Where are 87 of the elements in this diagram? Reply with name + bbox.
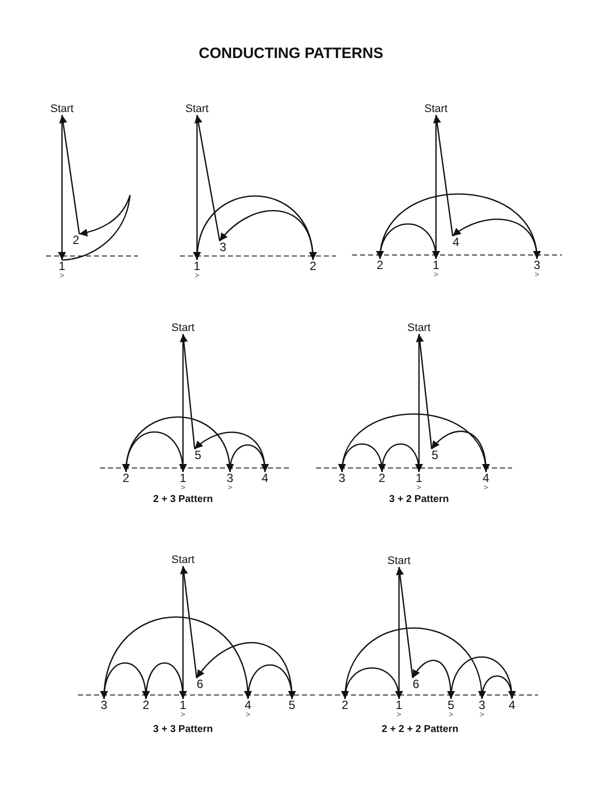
accent-mark: > [228,484,232,492]
beat-number: 4 [244,699,252,711]
curved-arrow [341,413,489,472]
curved-arrow [103,616,252,700]
beat-number: 3 [220,241,226,253]
pattern-caption: 2 + 2 + 2 Pattern [382,724,458,736]
curved-arrow [122,432,184,472]
accent-mark: > [416,484,422,492]
beat-number: 4 [508,699,516,711]
beat-number: 5 [194,449,202,461]
beat-number: 3 [534,259,540,271]
curved-arrow [431,430,487,472]
pattern-caption: 2 + 3 Pattern [153,494,213,506]
arrow [433,114,454,236]
start-label: Start [171,322,195,334]
title: CONDUCTING PATTERNS [198,45,384,63]
beat-number: 6 [196,678,204,690]
beat-number: 2 [376,259,384,271]
accent-mark: > [448,711,454,719]
accent-mark: > [60,272,64,280]
beat-number: 2 [122,472,130,484]
curved-arrow [452,218,538,260]
accent-mark: > [484,484,488,492]
beat-number: 3 [478,699,486,711]
curved-arrow [378,443,420,472]
beat-number: 4 [452,236,460,248]
arrow [416,334,432,450]
beat-number: 5 [432,449,438,461]
beat-number: 2 [72,234,80,246]
beat-number: 3 [338,472,346,484]
arrow [59,114,80,234]
accent-mark: > [180,484,186,492]
curved-arrow [196,196,316,260]
accent-mark: > [194,272,200,280]
start-label: Start [50,103,74,115]
beat-number: 5 [448,699,454,711]
accent-mark: > [396,711,402,719]
beat-number: 1 [58,260,66,272]
start-label: Start [185,103,209,115]
beat-number: 6 [412,678,420,690]
arrow [180,334,196,450]
beat-number: 1 [396,699,402,711]
curved-arrow [412,660,452,700]
curved-arrow [100,662,147,700]
curved-arrow [219,210,314,260]
arrow [180,566,198,678]
beat-number: 1 [180,699,186,711]
accent-mark: > [246,711,250,719]
crescent-arrow [62,194,131,261]
curved-arrow [229,444,268,472]
accent-mark: > [434,271,438,279]
beat-number: 2 [342,699,348,711]
curved-arrow [338,444,383,472]
curved-arrow [376,223,437,260]
start-label: Start [407,322,431,334]
beat-number: 1 [194,260,200,272]
beat-number: 4 [482,472,490,484]
curved-arrow [125,416,233,472]
curved-arrow [379,193,540,260]
start-label: Start [171,554,195,566]
beat-number: 1 [180,472,186,484]
beat-number: 4 [262,472,268,484]
curved-arrow [194,432,266,472]
curved-arrow [344,627,485,700]
curved-arrow [142,662,184,700]
start-label: Start [424,103,448,115]
curved-arrow [247,664,296,700]
accent-mark: > [480,711,484,719]
beat-number: 2 [378,472,386,484]
beat-number: 5 [288,699,296,711]
curved-arrow [448,656,513,700]
curved-arrow [342,667,400,700]
beat-number: 3 [226,472,234,484]
arrow [194,114,220,242]
arrow [396,566,414,678]
accent-mark: > [180,711,186,719]
accent-mark: > [534,271,540,279]
curved-arrow [481,675,516,700]
curved-arrow [196,642,293,700]
pattern-caption: 3 + 2 Pattern [389,494,449,506]
beat-number: 2 [142,699,150,711]
start-label: Start [387,555,411,567]
pattern-caption: 3 + 3 Pattern [153,724,213,736]
beat-number: 2 [310,260,316,272]
beat-number: 1 [432,259,440,271]
beat-number: 1 [416,472,422,484]
beat-number: 3 [100,699,108,711]
